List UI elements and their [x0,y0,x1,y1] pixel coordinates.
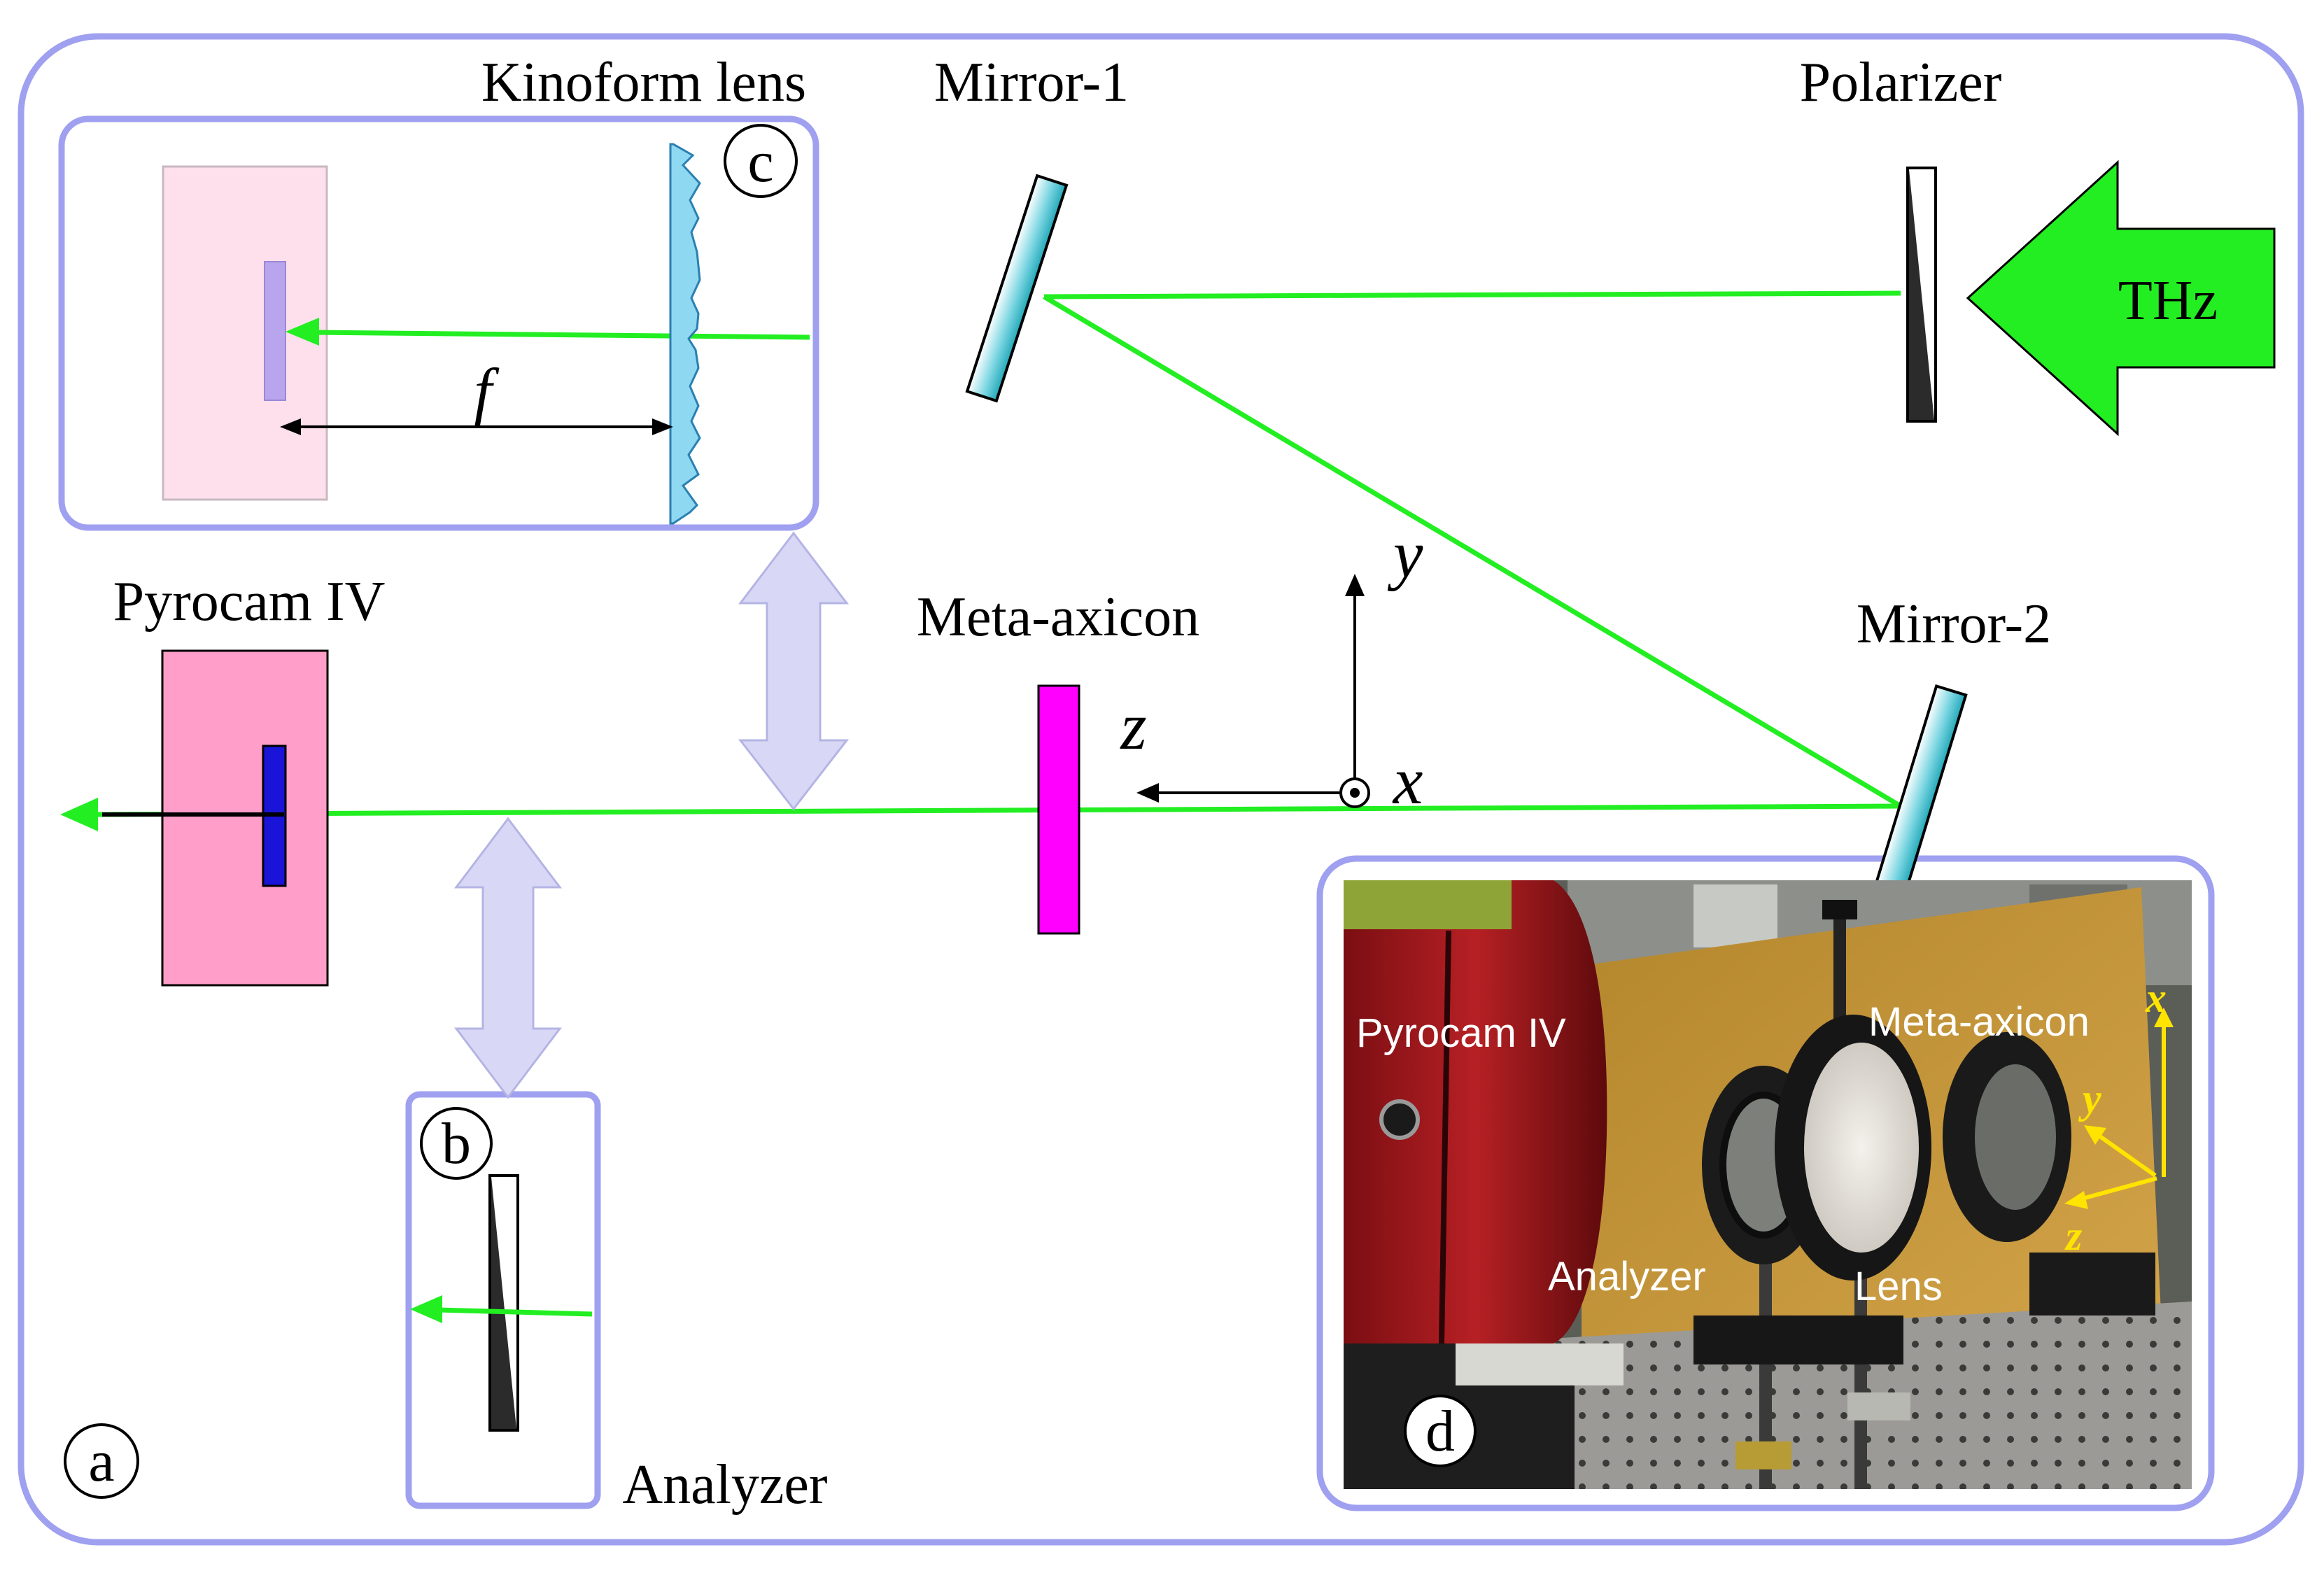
photo-pyrocam-label: Pyrocam IV [1356,1010,1566,1056]
mirror1-label: Mirror-1 [934,52,1129,113]
polarizer-wedge [1909,169,1934,420]
photo-z-arrowhead [2064,1191,2088,1209]
mirror-1 [965,174,1069,403]
photo-meta-axicon-label: Meta-axicon [1868,999,2090,1045]
beam-analyzer-arrowhead [410,1295,442,1323]
photo-y-axis [2097,1133,2157,1178]
panel-b-frame [405,1091,601,1509]
photo-x-arrowhead [2154,1008,2174,1027]
beam-polarizer-to-mirror1 [1043,290,1901,299]
photo-axis-y-label: y [2078,1075,2101,1122]
setup-photo [1344,880,2192,1489]
x-axis-dot [1350,788,1360,798]
photo-axis-z-label: z [2064,1213,2083,1259]
photo-z-axis [2079,1176,2157,1201]
beam-mirror1-to-mirror2 [1043,294,1902,809]
meta-axicon [1037,684,1080,935]
beam-mirror2-to-camera [96,803,1901,817]
polarizer-label: Polarizer [1800,52,2002,113]
panel-a-circle [64,1423,139,1499]
photo-y-arrowhead [2084,1125,2106,1145]
panel-d-circle [1404,1395,1477,1467]
meta-axicon-label: Meta-axicon [917,586,1199,648]
kinoform-lens [669,143,701,525]
panel-b-circle [420,1107,493,1180]
thz-arrow [1966,160,2276,437]
y-axis-arrowhead [1345,574,1365,596]
y-axis-label: y [1387,516,1423,591]
panel-d-frame [1316,855,2215,1511]
mirror2-label: Mirror-2 [1857,593,2051,655]
panel-c-label: c [747,129,773,195]
focal-arrowhead-right [652,418,673,435]
focal-arrowhead-left [280,418,301,435]
x-axis-label: x [1392,743,1423,818]
focal-length-label: f [474,355,500,427]
outer-frame [17,33,2304,1546]
camera-sensor-faded [264,261,286,401]
z-axis-label: z [1119,689,1146,763]
double-arrow-to-b [453,817,563,1099]
photo-analyzer-label: Analyzer [1548,1254,1706,1299]
panel-a-label: a [88,1429,114,1494]
z-axis-arrowhead [1136,783,1159,803]
kinoform-lens-label: Kinoform lens [481,52,806,113]
panel-c-frame [58,115,819,531]
thz-label: THz [2118,270,2218,332]
photo-lens-label: Lens [1854,1264,1943,1309]
pyrocam-label: Pyrocam IV [113,571,386,633]
double-arrow-to-c [738,531,850,811]
analyzer-wedge-fill [491,1177,516,1429]
beam-lens-arrowhead [286,318,319,346]
pyrocam-body [161,649,329,987]
beam-lens [313,330,810,340]
photo-axis-x-label: x [2145,975,2167,1021]
panel-b-label: b [442,1111,471,1176]
panel-d-label: d [1425,1399,1455,1464]
analyzer-label: Analyzer [622,1454,827,1516]
beam-analyzer [437,1307,593,1317]
panel-c-circle [724,124,798,198]
beam-output-arrowhead [60,798,98,831]
